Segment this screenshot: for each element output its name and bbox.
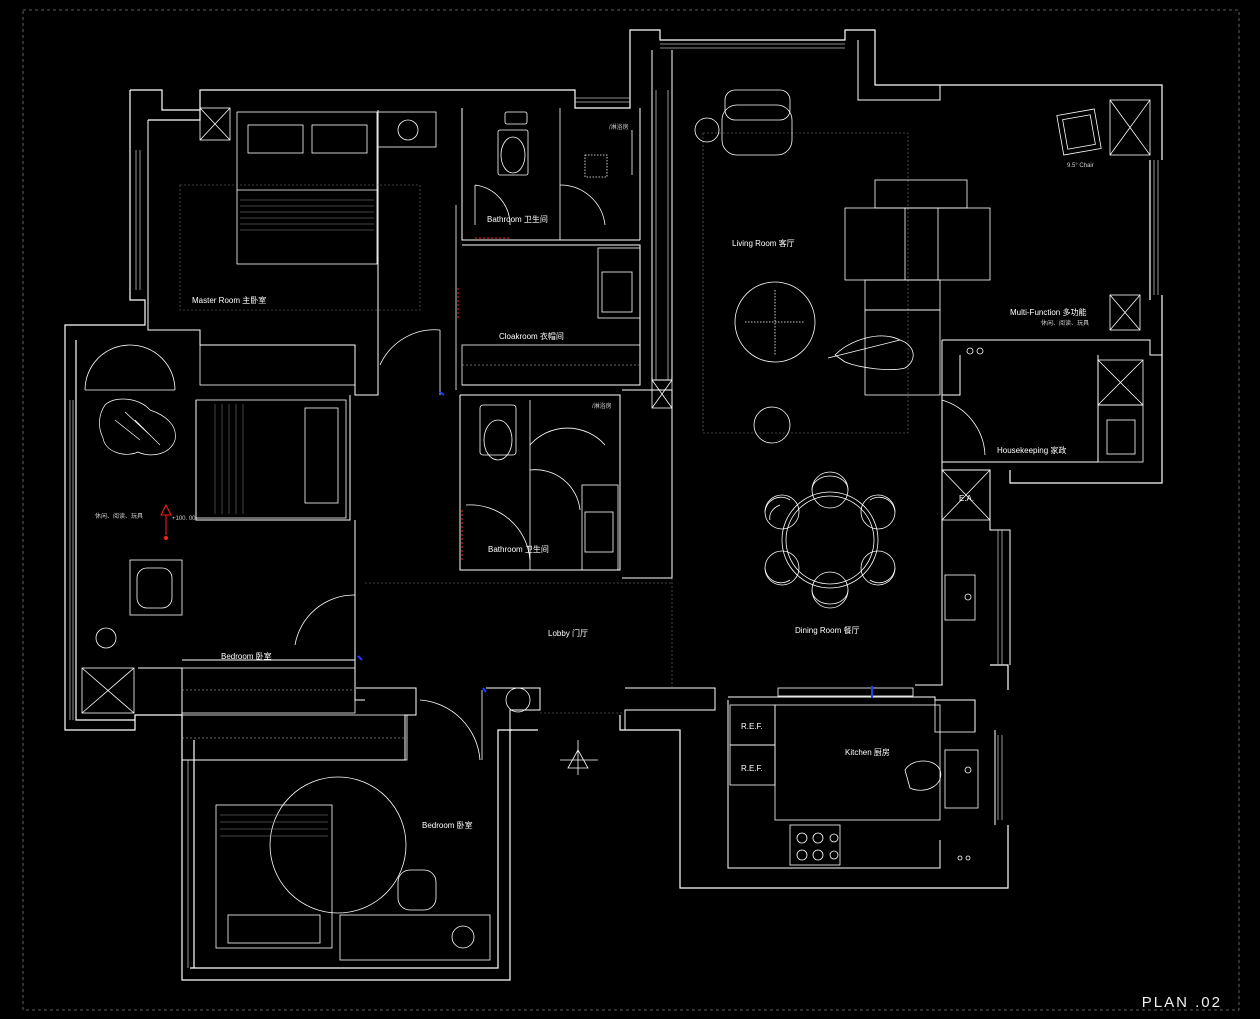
- housekeeping-label: Housekeeping 家政: [997, 445, 1066, 455]
- west-bedroom-plant-icon: [99, 398, 176, 456]
- kitchen-label: Kitchen 厨房: [845, 747, 890, 757]
- bedroom-west-label: Bedroom 卧室: [221, 651, 272, 661]
- multi-function-furniture: [966, 108, 1102, 355]
- master-rug: [179, 184, 421, 311]
- dining-room-label: Dining Room 餐厅: [795, 626, 859, 635]
- living-rug: [702, 132, 909, 434]
- dining-set: [764, 471, 896, 609]
- housekeeping-fixtures: [941, 399, 1144, 463]
- bath2-tag: /淋浴房: [592, 402, 612, 410]
- bathroom-1-fixtures: [474, 108, 633, 240]
- master-room-label: Master Room 主卧室: [192, 295, 266, 305]
- south-bedroom-fixtures: [181, 690, 491, 961]
- lobby-round-table: [505, 687, 531, 713]
- ref-1-label: R.E.F.: [741, 722, 763, 731]
- chair-label: 9.5° Chair: [1067, 163, 1094, 169]
- ea-cabinet: [944, 574, 976, 621]
- level-marker-dot: [164, 536, 168, 540]
- plan-title: PLAN .02: [1141, 994, 1222, 1011]
- multi-function-label: Multi-Function 多功能: [1010, 307, 1086, 317]
- kitchen-fixtures: [729, 687, 979, 866]
- master-door: [379, 329, 441, 395]
- living-room-furniture: [694, 89, 991, 444]
- ea-label: E.A.: [959, 494, 974, 503]
- west-bedroom-fixtures: [84, 344, 356, 714]
- structural-columns: [81, 99, 1151, 714]
- entrance-arrow-icon: [560, 740, 598, 775]
- cloakroom-label: Cloakroom 衣帽间: [499, 331, 564, 341]
- bathroom-2-label: Bathroom 卫生间: [488, 544, 549, 554]
- multi-function-sub: 休闲、阅读、玩具: [1041, 319, 1089, 327]
- bedroom-west-sub: 休闲、阅读、玩具: [95, 512, 143, 520]
- blue-door-markers: [357, 391, 873, 698]
- outer-walls: [64, 29, 1163, 981]
- ref-2-label: R.E.F.: [741, 764, 763, 773]
- lobby-zones: [365, 578, 673, 714]
- interior-walls: [138, 40, 1162, 869]
- bath1-tag: /淋浴房: [609, 123, 629, 131]
- living-room-label: Living Room 客厅: [732, 238, 795, 248]
- windows: [69, 43, 1159, 968]
- lobby-label: Lobby 门厅: [548, 628, 588, 638]
- level-marker-icon: [160, 503, 172, 535]
- sheet-border: [22, 9, 1240, 1011]
- bathroom-1-label: Bathroom 卫生间: [487, 214, 548, 224]
- master-bed: [236, 111, 437, 265]
- cloakroom-fixtures: [455, 205, 641, 390]
- level-label: +100. 00: [172, 516, 196, 522]
- bathroom-2-fixtures: [465, 400, 619, 571]
- bedroom-south-label: Bedroom 卧室: [422, 820, 473, 830]
